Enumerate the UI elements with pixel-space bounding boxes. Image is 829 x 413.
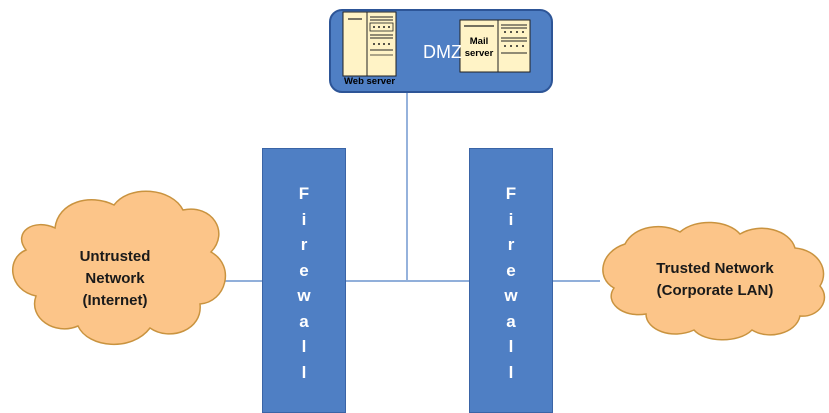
firewall-letter: r [300,235,308,254]
trusted-line1: Trusted Network [656,260,774,277]
firewall-letter: e [506,260,516,280]
untrusted-network-label: Untrusted Network (Internet) [40,246,190,312]
firewall-right: F i r e w a l l [469,148,553,413]
firewall-letter: i [508,209,514,229]
mail-server-label-line2: server [464,48,494,59]
firewall-letter: F [298,184,310,203]
firewall-letter: l [301,362,307,382]
firewall-letter: l [508,362,514,382]
firewall-letter: F [505,184,517,203]
mail-server-label: Mail server [462,36,496,60]
firewall-right-text: F i r e w a l l [470,181,552,385]
firewall-letter: l [508,337,514,356]
dmz-label: DMZ [423,42,462,62]
firewall-letter: w [504,286,518,305]
untrusted-line2: Network [85,270,145,287]
firewall-left-text: F i r e w a l l [263,181,345,385]
firewall-letter: i [301,209,307,229]
trusted-network-label: Trusted Network (Corporate LAN) [615,258,815,302]
firewall-letter: r [507,235,515,254]
firewall-letter: a [506,311,516,331]
untrusted-line1: Untrusted [79,248,151,265]
firewall-letter: e [299,260,309,280]
trusted-line2: (Corporate LAN) [656,282,774,299]
trusted-network-cloud [602,221,826,341]
firewall-letter: l [301,337,307,356]
untrusted-line3: (Internet) [82,292,148,309]
firewall-letter: a [299,311,309,331]
web-server-label: Web server [344,76,396,87]
firewall-letter: w [297,286,311,305]
firewall-left: F i r e w a l l [262,148,346,413]
untrusted-network-cloud [12,190,227,345]
mail-server-label-line1: Mail [469,36,489,47]
